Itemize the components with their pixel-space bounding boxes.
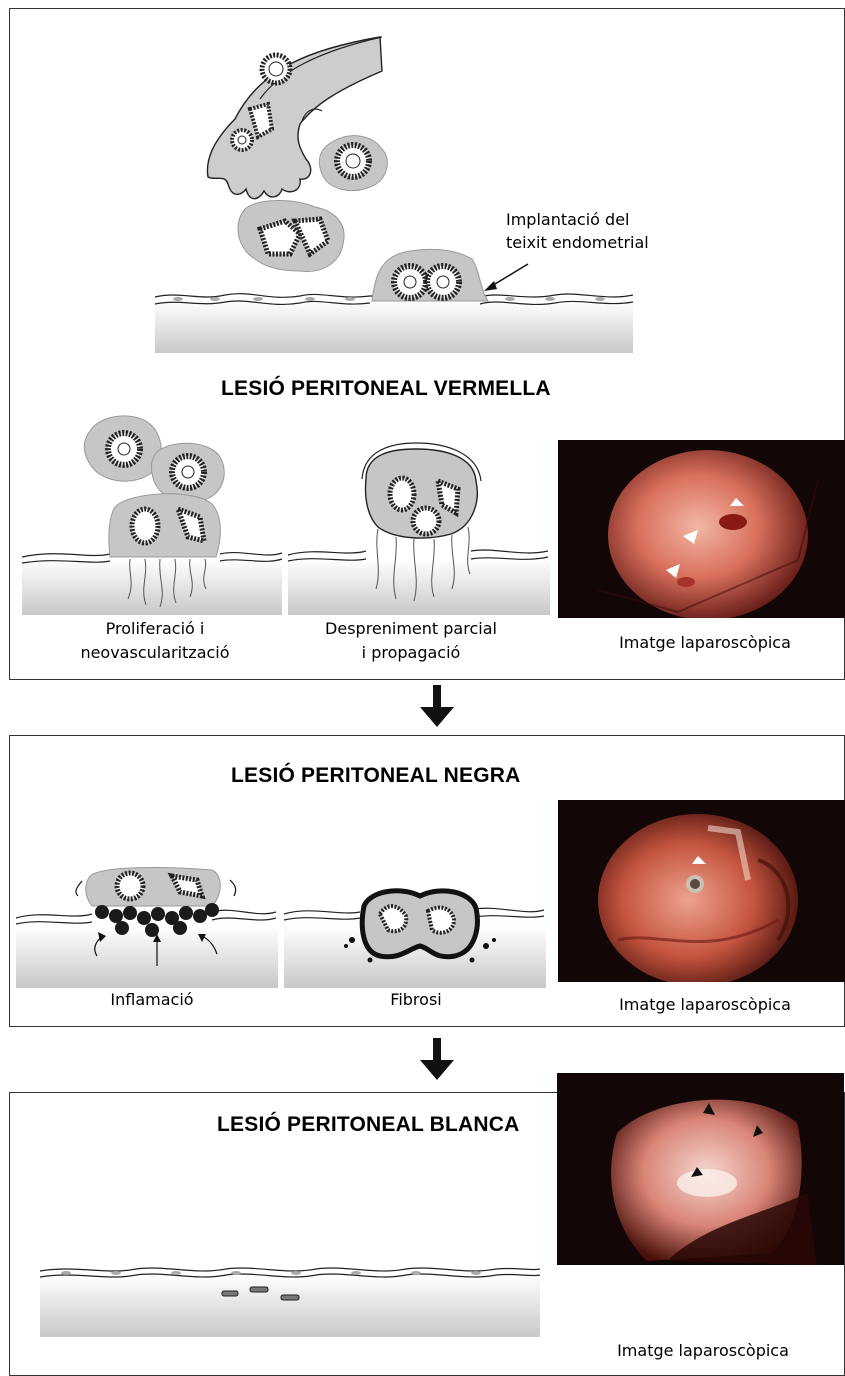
caption-proliferation-line1: Proliferació i (55, 617, 255, 641)
caption-proliferation: Proliferació i neovascularització (55, 617, 255, 665)
caption-inflammation: Inflamació (52, 988, 252, 1012)
caption-proliferation-line2: neovascularització (55, 641, 255, 665)
caption-detachment-line2: i propagació (311, 641, 511, 665)
implantation-diagram: Implantació del teixit endometrial (10, 9, 845, 369)
caption-detachment-line1: Despreniment parcial (311, 617, 511, 641)
white-lesion-diagram (36, 1263, 546, 1353)
laparoscopic-image-white-frame (557, 1073, 844, 1265)
caption-photo-red: Imatge laparoscòpica (600, 631, 810, 655)
caption-detachment: Despreniment parcial i propagació (311, 617, 511, 665)
implant-label-2: teixit endometrial (506, 233, 649, 252)
laparoscopic-image-red (558, 440, 845, 618)
caption-photo-black: Imatge laparoscòpica (600, 993, 810, 1017)
implant-pointer-head (484, 281, 497, 291)
panel-black-lesion: LESIÓ PERITONEAL NEGRA Inflamació (9, 735, 845, 1027)
implant-pointer-line (490, 264, 528, 287)
implant-label-1: Implantació del (506, 210, 630, 229)
title-black-lesion: LESIÓ PERITONEAL NEGRA (231, 764, 521, 788)
caption-fibrosis: Fibrosi (316, 988, 516, 1012)
detachment-diagram (286, 409, 556, 619)
down-arrow-icon (418, 683, 458, 733)
down-arrow-icon (418, 1036, 458, 1086)
inflammation-diagram (12, 856, 282, 1056)
title-white-lesion: LESIÓ PERITONEAL BLANCA (217, 1113, 520, 1137)
caption-photo-white: Imatge laparoscòpica (598, 1339, 808, 1363)
laparoscopic-image-black (558, 800, 845, 982)
fibrosis-diagram (280, 856, 550, 1056)
title-red-lesion: LESIÓ PERITONEAL VERMELLA (221, 377, 551, 401)
panel-red-lesion: Implantació del teixit endometrial LESIÓ… (9, 8, 845, 680)
proliferation-diagram (20, 409, 290, 619)
